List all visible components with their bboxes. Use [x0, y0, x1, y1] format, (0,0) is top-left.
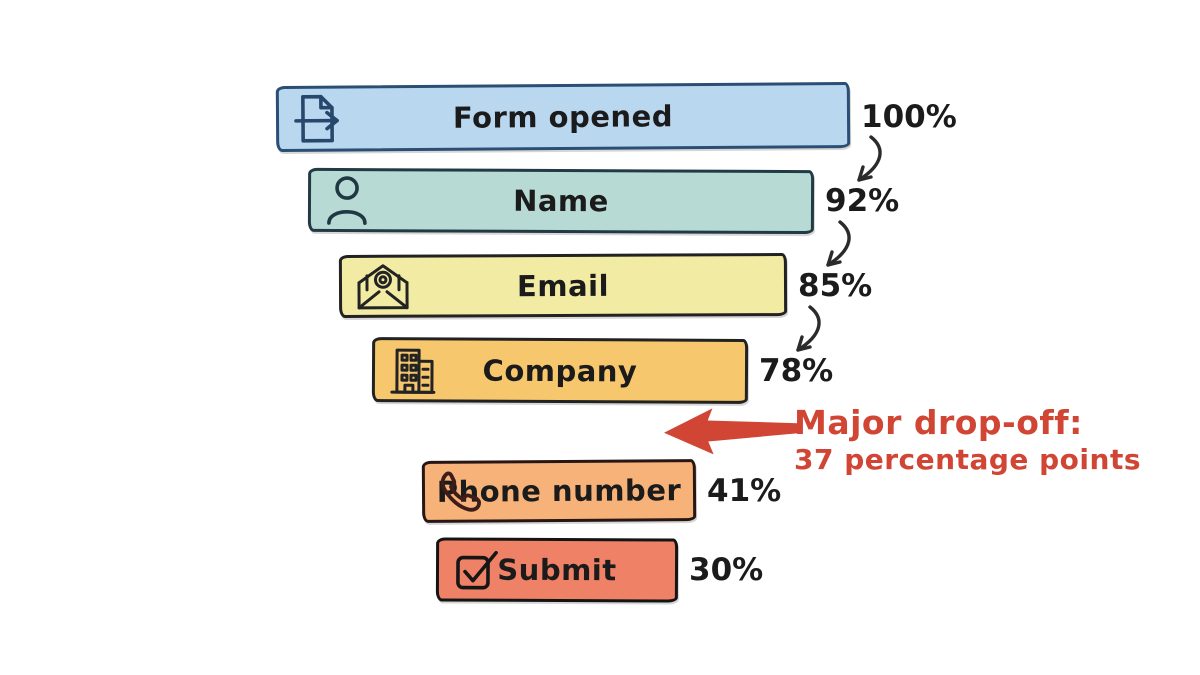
funnel-percentage: 41% — [707, 473, 782, 509]
funnel-bar-form-opened: Form opened — [275, 81, 851, 153]
annotation-line1: Major drop-off: — [794, 403, 1083, 442]
funnel-bar-label: Email — [516, 268, 610, 303]
user-icon — [324, 175, 370, 225]
funnel-bar-label: Name — [513, 183, 609, 219]
funnel-bar-label: Submit — [497, 552, 617, 588]
funnel-bar-name: Name — [307, 167, 815, 235]
funnel-percentage: 85% — [798, 267, 873, 304]
funnel-row-name: Name 92% — [307, 167, 900, 235]
funnel-percentage: 78% — [759, 352, 834, 389]
drop-arrow-icon — [857, 135, 882, 182]
funnel-bar-company: Company — [371, 337, 749, 404]
email-at-icon — [355, 261, 411, 311]
building-icon — [388, 344, 438, 396]
funnel-row-phone-number: Phone number 41% — [421, 459, 782, 523]
funnel-percentage: 100% — [861, 99, 957, 135]
phone-icon — [438, 470, 482, 514]
funnel-percentage: 92% — [825, 183, 900, 219]
major-dropoff-arrow-icon — [664, 408, 799, 455]
drop-arrow-icon — [796, 305, 821, 352]
file-export-icon — [292, 92, 344, 146]
funnel-row-submit: Submit 30% — [435, 537, 764, 603]
funnel-bar-email: Email — [338, 253, 788, 318]
funnel-bar-submit: Submit — [435, 537, 679, 603]
funnel-percentage: 30% — [689, 552, 764, 588]
drop-arrow-icon — [826, 220, 851, 267]
major-dropoff-annotation: Major drop-off: 37 percentage points — [794, 403, 1141, 476]
checkbox-check-icon — [452, 546, 500, 594]
funnel-bar-label: Form opened — [452, 99, 674, 135]
funnel-bar-phone-number: Phone number — [421, 459, 697, 523]
annotation-line2: 37 percentage points — [794, 442, 1141, 476]
funnel-row-company: Company 78% — [371, 337, 834, 404]
funnel-row-email: Email 85% — [338, 253, 873, 318]
funnel-row-form-opened: Form opened 100% — [275, 81, 957, 153]
funnel-bar-label: Company — [482, 353, 638, 388]
